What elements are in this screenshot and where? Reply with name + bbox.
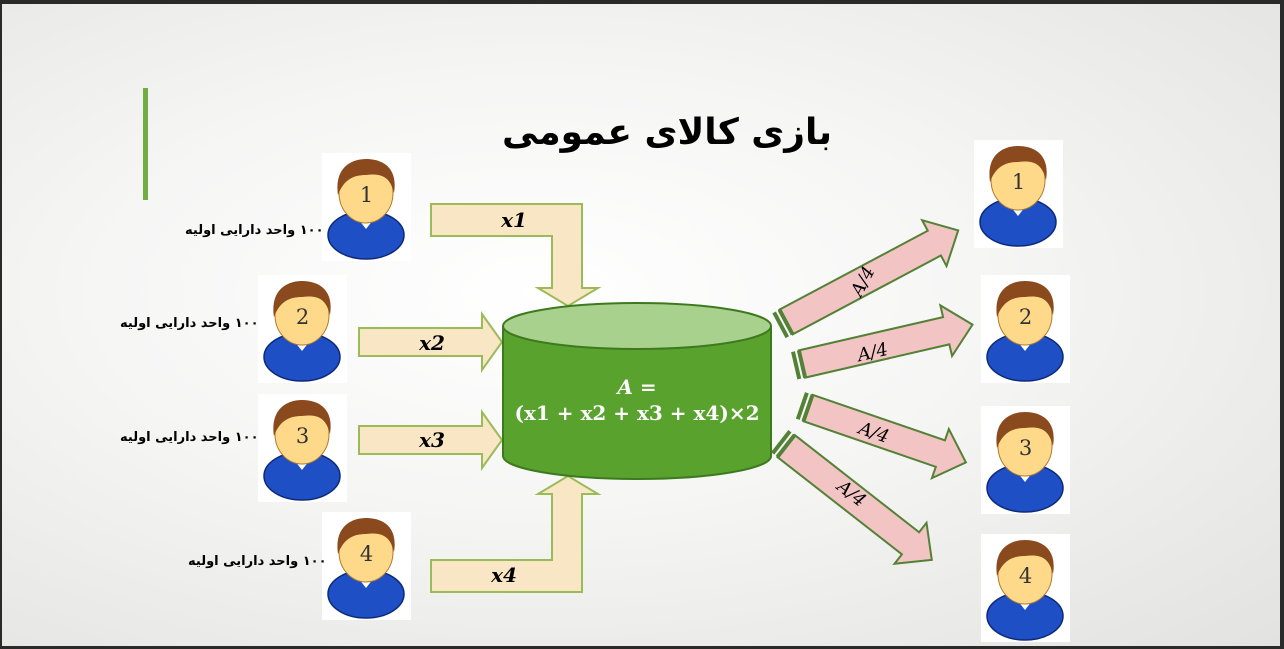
player-number: 1 [359,183,374,207]
input-arrow-4 [430,474,602,593]
input-arrow-2 [358,310,504,374]
output-arrow-3 [795,392,968,481]
player-avatar-left-4: 4 [322,512,411,620]
player-avatar-left-2: 2 [258,275,347,383]
player-avatar-right-1: 1 [974,140,1063,248]
player-number: 4 [1018,564,1033,588]
pool-formula: A = (x1 + x2 + x3 + x4)×2 [502,374,772,426]
contribution-label-4: x4 [490,563,517,587]
input-arrow-3 [358,408,504,472]
person-icon [263,281,341,382]
player-avatar-right-3: 3 [981,406,1070,514]
player-avatar-right-2: 2 [981,275,1070,383]
person-icon [263,400,341,501]
player-number: 1 [1011,170,1026,194]
player-number: 2 [295,305,310,329]
initial-asset-label-2: ۱۰۰ واحد دارایی اولیه [120,316,259,331]
person-icon [327,518,405,619]
slide-title: بازی کالای عمومی [501,112,833,153]
output-arrow-4 [771,430,933,565]
person-icon [979,146,1057,247]
output-arrow-2 [791,303,974,380]
initial-asset-label-4: ۱۰۰ واحد دارایی اولیه [188,554,327,569]
person-icon [986,412,1064,513]
diagram: x1 x2 x3 x4 A/4 A/4 A/4 A/4 [358,203,974,593]
pool-formula-line1: A = [617,375,657,399]
contribution-label-3: x3 [418,428,445,452]
player-number: 4 [359,542,374,566]
initial-asset-label-3: ۱۰۰ واحد دارایی اولیه [120,430,259,445]
player-avatar-right-4: 4 [981,534,1070,642]
player-avatar-left-1: 1 [322,153,411,261]
player-number: 3 [295,424,310,448]
person-icon [327,159,405,260]
public-pool-cylinder [502,302,772,480]
person-icon [986,281,1064,382]
initial-asset-label-1: ۱۰۰ واحد دارایی اولیه [185,223,324,238]
pool-formula-line2: (x1 + x2 + x3 + x4)×2 [514,401,760,425]
person-icon [986,540,1064,641]
contribution-label-1: x1 [500,208,527,232]
contribution-label-2: x2 [418,331,445,355]
player-number: 3 [1018,436,1033,460]
accent-bar [143,88,148,200]
input-arrow-1 [430,203,602,308]
output-arrow-1 [772,218,960,339]
player-avatar-left-3: 3 [258,394,347,502]
slide: بازی کالای عمومی [2,4,1280,646]
player-number: 2 [1018,305,1033,329]
